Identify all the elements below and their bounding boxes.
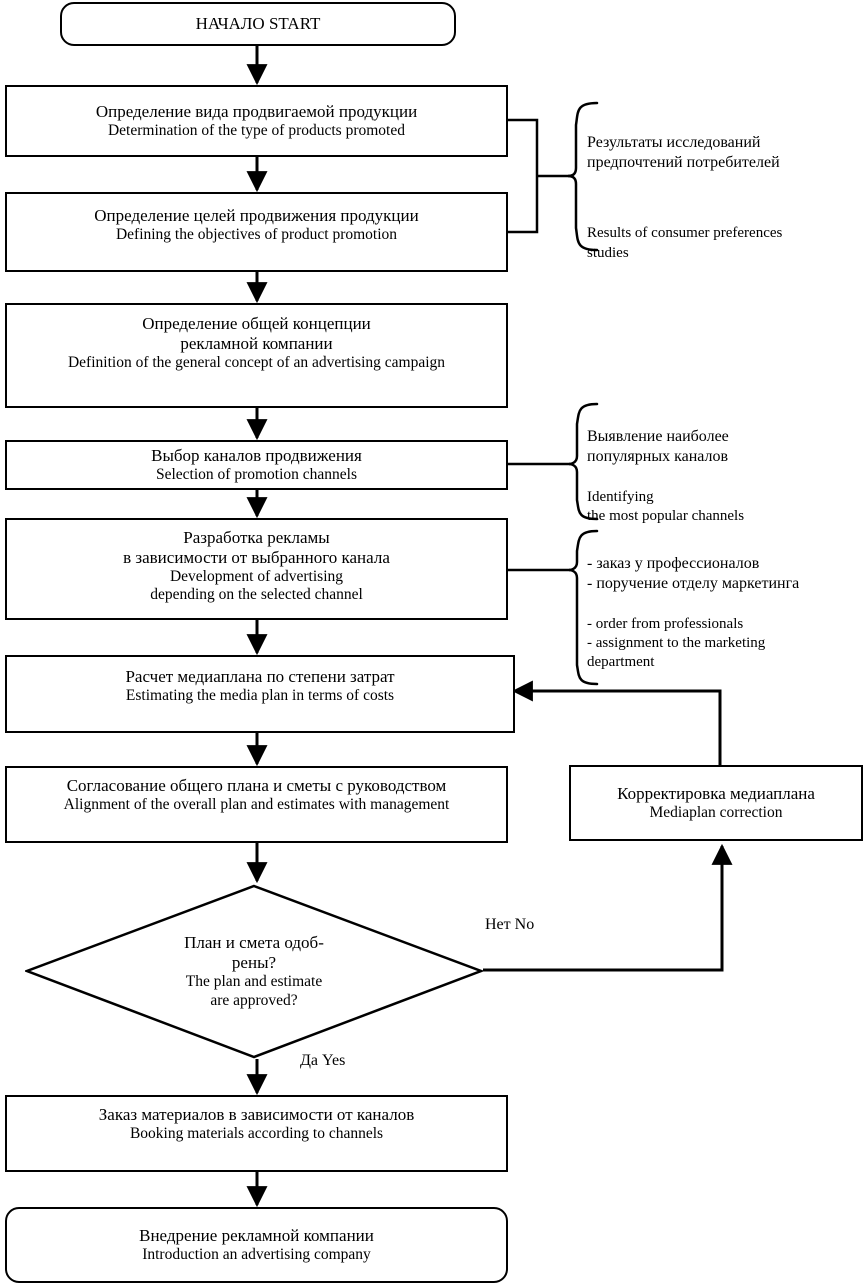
note-assignment-ru: - заказ у профессионалов - поручение отд… [587,554,800,593]
node-mediaplan-calc-label-en: Estimating the media plan in terms of co… [125,687,395,705]
node-general-concept[interactable]: Определение общей концепции рекламной ко… [5,303,508,408]
node-booking[interactable]: Заказ материалов в зависимости от канало… [5,1095,508,1172]
node-mediaplan-correction-label-ru: Корректировка медиаплана [617,783,815,803]
node-development-label-en: Development of advertising depending on … [150,568,363,604]
note-assignment: - заказ у профессионалов - поручение отд… [587,534,866,692]
note-popular-channels: Выявление наиболее популярных каналов Id… [587,407,862,546]
note-research-en: Results of consumer preferences studies [587,225,783,261]
node-product-type[interactable]: Определение вида продвигаемой продукции … [5,85,508,157]
node-start[interactable]: НАЧАЛО START [60,2,456,46]
node-general-concept-label-ru: Определение общей концепции рекламной ко… [142,314,371,354]
node-introduction[interactable]: Внедрение рекламной компании Introductio… [5,1207,508,1283]
node-booking-label-en: Booking materials according to channels [129,1125,384,1143]
note-popular-channels-ru: Выявление наиболее популярных каналов [587,427,729,466]
node-mediaplan-calc[interactable]: Расчет медиаплана по степени затрат Esti… [5,655,515,733]
node-start-label-ru: НАЧАЛО START [195,13,321,33]
edge-label-yes: Да Yes [300,1052,346,1069]
note-research-ru: Результаты исследований предпочтений пот… [587,133,780,172]
node-mediaplan-calc-label-ru: Расчет медиаплана по степени затрат [125,667,395,686]
node-channels[interactable]: Выбор каналов продвижения Selection of p… [5,440,508,490]
node-general-concept-label-en: Definition of the general concept of an … [67,354,446,372]
node-product-type-label-en: Determination of the type of products pr… [107,121,405,139]
node-promo-goals[interactable]: Определение целей продвижения продукции … [5,192,508,272]
node-development[interactable]: Разработка рекламы в зависимости от выбр… [5,518,508,620]
node-introduction-label-en: Introduction an advertising company [142,1245,371,1263]
node-alignment[interactable]: Согласование общего плана и сметы с руко… [5,766,508,843]
edge-label-no: Нет No [485,916,535,933]
node-booking-label-ru: Заказ материалов в зависимости от канало… [98,1105,415,1124]
node-alignment-label-en: Alignment of the overall plan and estima… [63,796,450,814]
node-development-label-ru: Разработка рекламы в зависимости от выбр… [123,528,390,568]
node-decision[interactable]: План и смета одоб- рены? The plan and es… [25,884,483,1059]
decision-diamond-shape [25,884,483,1059]
node-channels-label-en: Selection of promotion channels [155,465,358,483]
node-channels-label-ru: Выбор каналов продвижения [151,445,362,465]
node-product-type-label-ru: Определение вида продвигаемой продукции [95,101,418,121]
node-promo-goals-label-ru: Определение целей продвижения продукции [94,206,419,225]
node-introduction-label-ru: Внедрение рекламной компании [139,1225,374,1245]
node-promo-goals-label-en: Defining the objectives of product promo… [115,226,398,244]
note-assignment-en: - order from professionals - assignment … [587,615,766,670]
node-alignment-label-ru: Согласование общего плана и сметы с руко… [66,776,447,795]
note-research: Результаты исследований предпочтений пот… [587,113,862,283]
note-popular-channels-en: Identifying the most popular channels [587,488,745,524]
node-mediaplan-correction-label-en: Mediaplan correction [649,803,783,821]
note-research-spacer [587,194,862,205]
node-mediaplan-correction[interactable]: Корректировка медиаплана Mediaplan corre… [569,765,863,841]
